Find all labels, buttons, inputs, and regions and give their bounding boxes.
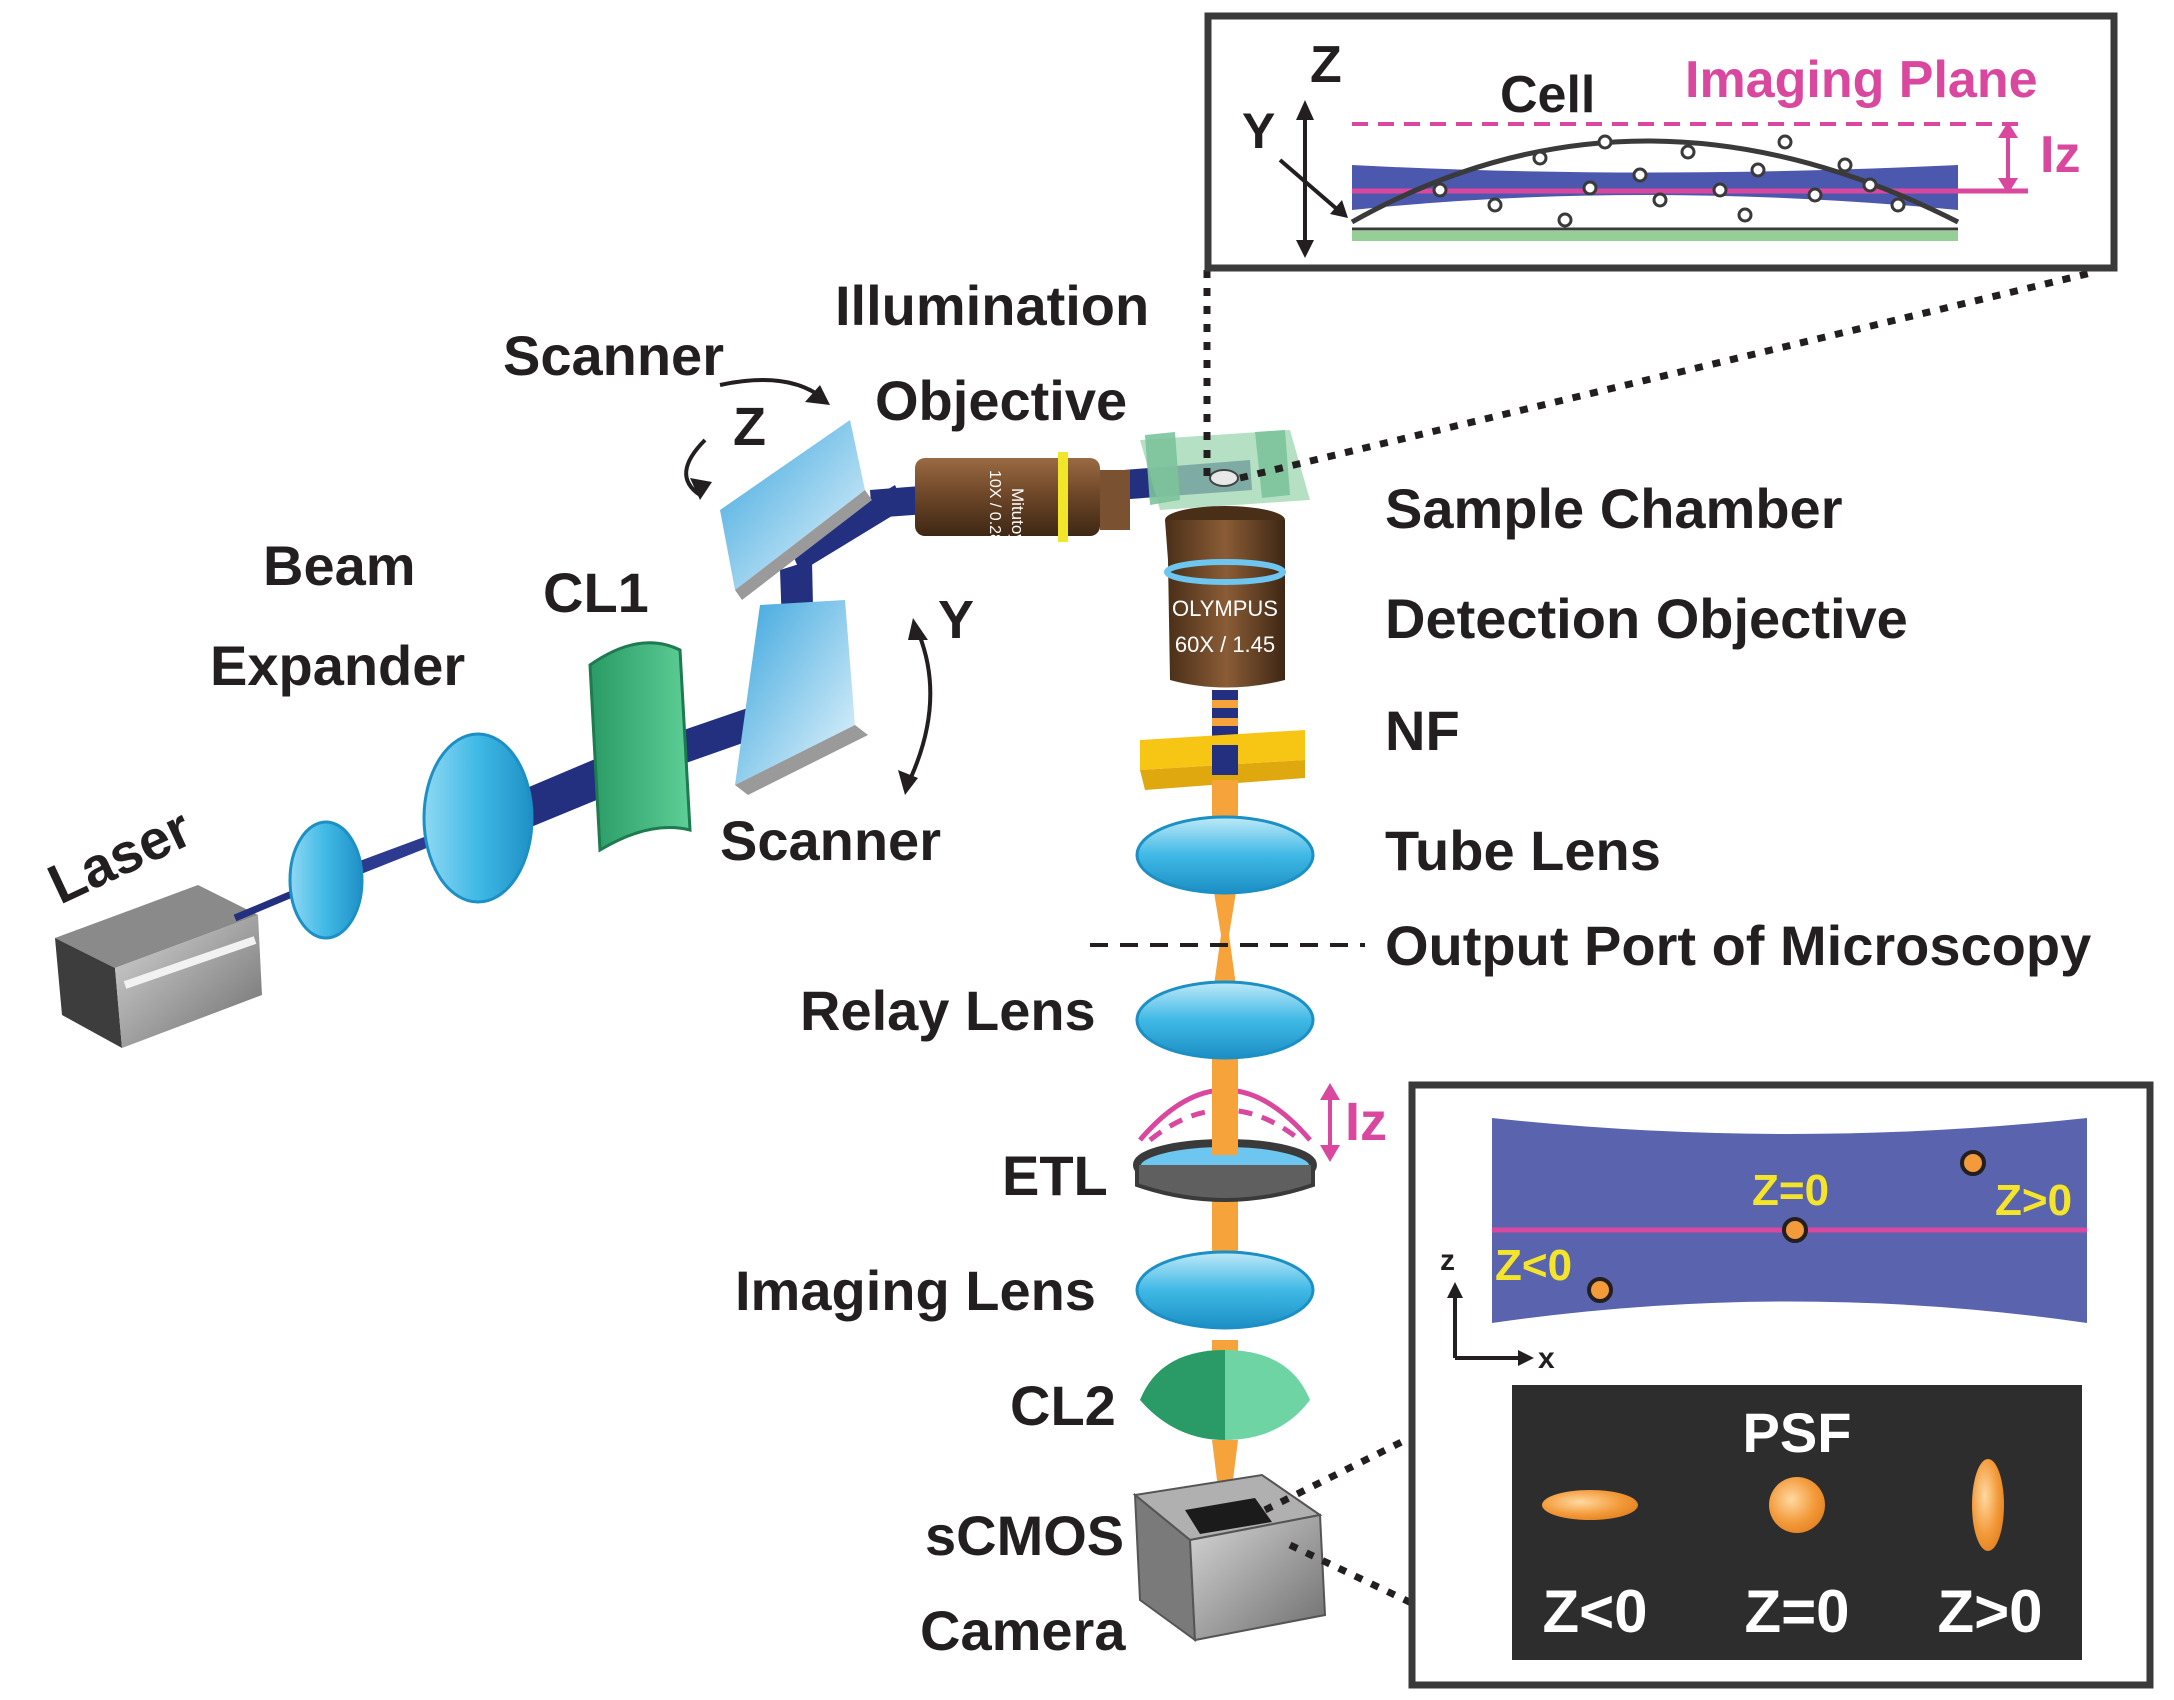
nf-label: NF	[1385, 699, 1460, 762]
inset-top-axis-z: Z	[1310, 36, 1342, 94]
scmos-label-line2: Camera	[920, 1599, 1126, 1662]
inset-psf-zoom: Z<0 Z=0 Z>0 z x PSF Z<0 Z=0 Z>0	[1408, 1081, 2154, 1689]
imaging-lens	[1135, 1250, 1315, 1330]
psf-spot-z-gt	[1972, 1459, 2004, 1551]
relay-lens-label: Relay Lens	[800, 979, 1096, 1042]
scanner-z-axis-label: Z	[733, 397, 766, 457]
illumination-objective-label-line1: Illumination	[835, 274, 1149, 337]
detection-objective-label: Detection Objective	[1385, 587, 1908, 650]
relay-lens	[1135, 980, 1315, 1060]
scanner-z-arrow	[684, 438, 707, 497]
beam-expander-label-line1: Beam	[263, 534, 416, 597]
etl-iz-arrow	[1320, 1083, 1340, 1162]
detection-objective: OLYMPUS 60X / 1.45	[1164, 506, 1286, 688]
psf-label-z-gt: Z>0	[1937, 1578, 2042, 1645]
psf-title: PSF	[1743, 1401, 1852, 1464]
scanner-y-axis-label: Y	[938, 590, 974, 650]
inset-bottom-axis-x: x	[1538, 1342, 1555, 1375]
sample-chamber-label: Sample Chamber	[1385, 477, 1843, 540]
scanner-top-label: Scanner	[503, 324, 724, 387]
illumination-objective: Mitutoyo 10X / 0.28	[915, 452, 1130, 552]
sample-chamber	[1140, 430, 1310, 510]
etl-lens	[1133, 1087, 1317, 1202]
zoom-line-top-right	[1239, 268, 2096, 482]
beam-expander-label-line2: Expander	[210, 634, 465, 697]
inset-bottom-z-gt: Z>0	[1995, 1176, 2072, 1225]
scanner-y-arrow	[903, 624, 933, 791]
mitutoyo-spec-text: 10X / 0.28	[986, 470, 1003, 543]
beam-expander-lens-2	[422, 732, 534, 904]
scanner-y-mirror	[735, 600, 868, 795]
psf-label-z-lt: Z<0	[1542, 1578, 1647, 1645]
scanner-z-mirror	[720, 420, 872, 600]
mitutoyo-brand-text: Mitutoyo	[1008, 488, 1027, 552]
beam-expander-lens-1	[288, 820, 364, 940]
cl2-cylindrical-lens	[1140, 1350, 1310, 1440]
inset-bottom-z-eq: Z=0	[1752, 1166, 1829, 1215]
laser-unit	[55, 885, 262, 1048]
etl-label: ETL	[1002, 1144, 1108, 1207]
tube-lens-label: Tube Lens	[1385, 819, 1661, 882]
olympus-spec-text: 60X / 1.45	[1175, 632, 1275, 657]
cl2-label: CL2	[1010, 1374, 1116, 1437]
cl1-label: CL1	[543, 561, 649, 624]
scmos-camera	[1132, 1473, 1327, 1643]
psf-label-z-eq: Z=0	[1744, 1578, 1849, 1645]
scmos-label-line1: sCMOS	[925, 1504, 1124, 1567]
cl1-cylindrical-lens	[588, 641, 692, 853]
inset-sample-zoom: Z Y Cell	[1204, 12, 2118, 272]
olympus-brand-text: OLYMPUS	[1172, 596, 1278, 621]
inset-bottom-axis-z: z	[1440, 1244, 1455, 1277]
inset-bottom-z-lt: Z<0	[1495, 1241, 1572, 1290]
imaging-lens-label: Imaging Lens	[735, 1259, 1096, 1322]
illumination-objective-label-line2: Objective	[875, 369, 1127, 432]
inset-top-iz-label: Iz	[2040, 126, 2080, 184]
scanner-bottom-label: Scanner	[720, 809, 941, 872]
psf-spot-z-lt	[1542, 1490, 1638, 1520]
etl-iz-label: Iz	[1345, 1092, 1387, 1152]
inset-top-imaging-plane-label: Imaging Plane	[1685, 51, 2038, 109]
output-port-label: Output Port of Microscopy	[1385, 914, 2091, 977]
psf-spot-z-eq	[1769, 1477, 1825, 1533]
tube-lens	[1135, 815, 1315, 895]
inset-top-axis-y: Y	[1242, 103, 1275, 159]
inset-top-cell-label: Cell	[1500, 66, 1595, 124]
